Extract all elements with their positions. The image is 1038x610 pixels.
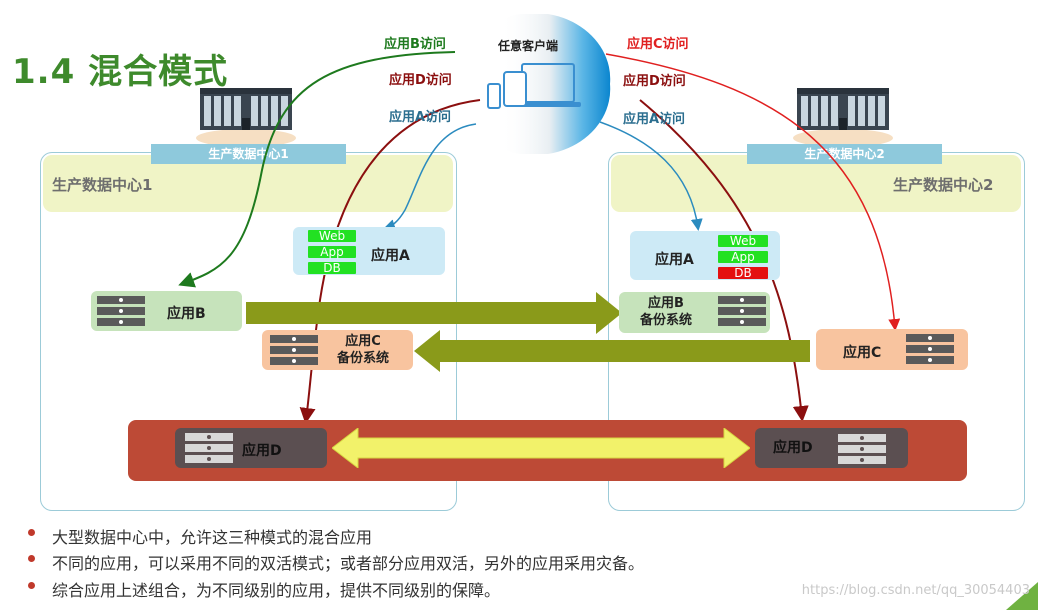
line-app-b-access: [178, 51, 456, 288]
datacenter-1-tab: 生产数据中心1: [151, 144, 346, 164]
app-b-dc2-name: 应用B: [648, 296, 684, 311]
app-d-dc1-label: 应用D: [242, 443, 282, 459]
app-a-dc1-label: 应用A: [371, 248, 410, 264]
datacenter-2-tab: 生产数据中心2: [747, 144, 942, 164]
corner-decoration: [1006, 582, 1038, 610]
client-devices-icon: [487, 14, 611, 154]
replication-arrow-b: [246, 292, 622, 334]
app-d-dc2-label: 应用D: [773, 440, 813, 456]
server-icon: [906, 334, 954, 364]
app-a-dc2-label: 应用A: [655, 252, 694, 268]
bullet-dot: [28, 529, 35, 536]
datacenter-2-header-label: 生产数据中心2: [893, 176, 994, 194]
tier-db-dc2: DB: [718, 267, 768, 279]
server-icon: [718, 296, 766, 326]
watermark: https://blog.csdn.net/qq_30054403: [801, 583, 1030, 598]
datacenter-1-rack-icon: [196, 88, 296, 147]
datacenter-2-header: [611, 155, 1021, 212]
app-c-dc2-label: 应用C: [843, 345, 882, 361]
app-c-dc1-sub: 备份系统: [336, 351, 389, 366]
app-b-dc1-label: 应用B: [167, 306, 206, 322]
bullet-1: 大型数据中心中，允许这三种模式的混合应用: [28, 524, 373, 548]
tier-app-dc1: App: [308, 246, 356, 258]
bullet-2: 不同的应用，可以采用不同的双活模式；或者部分应用双活，另外的应用采用灾备。: [28, 550, 645, 574]
bullet-1-text: 大型数据中心中，允许这三种模式的混合应用: [52, 528, 373, 547]
server-icon: [97, 296, 145, 326]
access-label-app-d-left: 应用D访问: [389, 73, 452, 88]
access-label-app-d-right: 应用D访问: [623, 74, 686, 89]
tier-db-dc1: DB: [308, 262, 356, 274]
app-c-dc1-label: 应用C 备份系统: [330, 333, 396, 367]
client-label: 任意客户端: [498, 39, 559, 53]
app-b-dc2-sub: 备份系统: [639, 313, 692, 328]
tier-web-dc1: Web: [308, 230, 356, 242]
datacenter-1-header: [43, 155, 453, 212]
line-app-c-access: [605, 53, 901, 331]
server-icon: [185, 433, 233, 463]
bullet-dot: [28, 582, 35, 589]
tier-web-dc2: Web: [718, 235, 768, 247]
access-label-app-a-left: 应用A访问: [389, 110, 452, 125]
bullet-2-text: 不同的应用，可以采用不同的双活模式；或者部分应用双活，另外的应用采用灾备。: [52, 554, 645, 573]
bullet-dot: [28, 555, 35, 562]
access-label-app-b: 应用B访问: [384, 37, 446, 52]
datacenter-1-header-label: 生产数据中心1: [52, 176, 153, 194]
replication-arrow-c: [414, 330, 810, 372]
bullet-3-text: 综合应用上述组合，为不同级别的应用，提供不同级别的保障。: [52, 581, 501, 600]
line-app-a-right-access: [599, 121, 703, 231]
page-title: 1.4 混合模式: [12, 52, 229, 92]
app-c-dc1-name: 应用C: [345, 334, 381, 349]
app-b-dc2-label: 应用B 备份系统: [633, 295, 699, 329]
access-label-app-c: 应用C访问: [627, 37, 689, 52]
line-app-a-left-access: [383, 123, 477, 231]
server-icon: [270, 335, 318, 365]
app-d-bidirectional-arrow: [332, 428, 750, 468]
access-label-app-a-right: 应用A访问: [623, 112, 686, 127]
tier-app-dc2: App: [718, 251, 768, 263]
bullet-3: 综合应用上述组合，为不同级别的应用，提供不同级别的保障。: [28, 577, 501, 601]
server-icon: [838, 434, 886, 464]
